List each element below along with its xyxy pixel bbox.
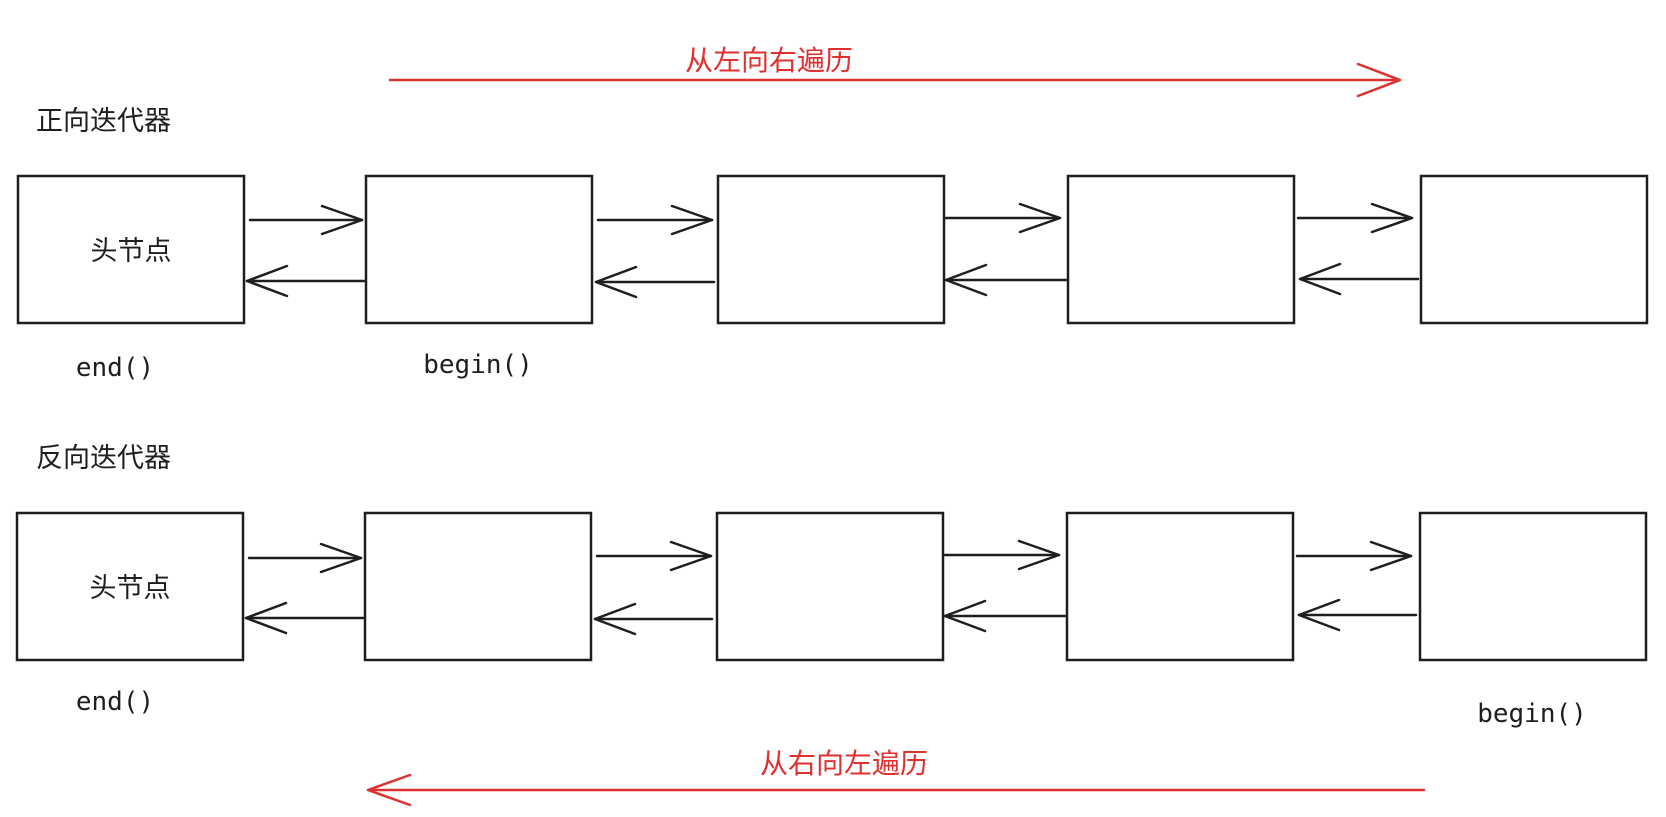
reverse-end-label: end() xyxy=(76,687,154,717)
forward-head-label: 头节点 xyxy=(91,236,172,267)
reverse-begin-label: begin() xyxy=(1477,699,1587,729)
reverse-node-4 xyxy=(1418,511,1648,662)
forward-node-1 xyxy=(364,174,594,325)
reverse-link-3 xyxy=(943,539,1067,633)
forward-node-4 xyxy=(1419,174,1649,325)
forward-node-2 xyxy=(716,174,946,325)
forward-title: 正向迭代器 xyxy=(36,106,171,137)
forward-link-2 xyxy=(594,204,716,299)
reverse-title: 反向迭代器 xyxy=(36,443,171,474)
forward-link-1 xyxy=(245,204,366,298)
reverse-section: 反向迭代器 头节点 xyxy=(15,443,1648,807)
forward-head-node xyxy=(16,174,246,325)
forward-begin-label: begin() xyxy=(423,350,533,380)
forward-end-label: end() xyxy=(76,353,154,383)
reverse-link-2 xyxy=(593,540,714,636)
reverse-head-node xyxy=(15,511,245,662)
reverse-link-1 xyxy=(244,542,365,635)
forward-node-3 xyxy=(1066,174,1296,325)
reverse-node-1 xyxy=(363,511,593,662)
forward-direction-label: 从左向右遍历 xyxy=(685,44,853,77)
reverse-direction-arrow xyxy=(366,773,1426,807)
forward-link-3 xyxy=(944,202,1068,297)
forward-direction-arrow xyxy=(388,62,1402,98)
reverse-node-3 xyxy=(1065,511,1295,662)
forward-section: 从左向右遍历 正向迭代器 头节点 xyxy=(16,44,1649,383)
reverse-node-2 xyxy=(715,511,945,662)
reverse-link-4 xyxy=(1295,540,1418,632)
forward-link-4 xyxy=(1296,202,1420,296)
reverse-head-label: 头节点 xyxy=(90,573,171,604)
reverse-direction-label: 从右向左遍历 xyxy=(760,747,928,780)
